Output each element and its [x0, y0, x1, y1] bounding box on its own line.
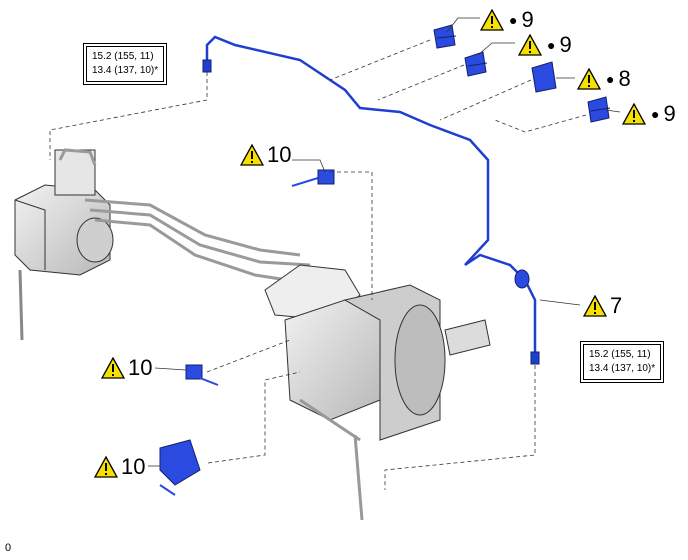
tube-clamp-2	[464, 51, 488, 77]
callout-connector-upper: 10	[240, 142, 291, 168]
callout-number: 9	[663, 101, 676, 126]
master-cylinder-assembly	[264, 264, 491, 521]
callout-clamp-4: ● 9	[622, 101, 676, 127]
callout-number: 7	[610, 293, 623, 318]
torque-spec-bottom-right: 15.2 (155, 11) 13.4 (137, 10)*	[580, 341, 665, 383]
caution-triangle-icon	[577, 68, 601, 90]
tube-clamp-4	[587, 96, 611, 123]
torque-value-alternate: 13.4 (137, 10)*	[92, 65, 159, 76]
caution-triangle-icon	[583, 295, 607, 317]
torque-spec-top-left: 15.2 (155, 11) 13.4 (137, 10)*	[83, 43, 168, 85]
bullet-dot: ●	[547, 37, 556, 53]
torque-value-alternate: 13.4 (137, 10)*	[589, 363, 656, 374]
bullet-dot: ●	[606, 71, 615, 87]
callout-number: 8	[618, 66, 631, 91]
connector-upper	[291, 169, 335, 187]
callout-clamp-3: ● 8	[577, 66, 631, 92]
caution-triangle-icon	[94, 456, 118, 478]
caution-triangle-icon	[622, 103, 646, 125]
bullet-dot: ●	[509, 12, 518, 28]
callout-number: 9	[559, 32, 572, 57]
tube-flare-nut-top	[202, 59, 212, 73]
callout-number: 10	[128, 355, 153, 380]
tube-flare-nut-bottom	[530, 351, 540, 365]
abs-actuator	[14, 149, 114, 341]
connector-lower	[159, 439, 201, 496]
callout-clamp-1: ● 9	[480, 7, 534, 33]
bullet-dot: ●	[651, 106, 660, 122]
caution-triangle-icon	[480, 9, 504, 31]
tube-clamp-1	[433, 24, 457, 49]
callout-number: 10	[121, 454, 146, 479]
callout-brake-tube: 7	[583, 293, 622, 319]
torque-value-primary: 15.2 (155, 11)	[589, 349, 651, 360]
callout-connector-middle: 10	[101, 355, 152, 381]
connector-middle	[185, 364, 219, 386]
callout-number: 10	[267, 142, 292, 167]
callout-clamp-2: ● 9	[518, 32, 572, 58]
caution-triangle-icon	[240, 144, 264, 166]
blue-brake-tube	[205, 35, 537, 358]
callout-ticks	[148, 17, 621, 467]
callout-connector-lower: 10	[94, 454, 145, 480]
tube-grommet	[514, 269, 530, 289]
tube-clamp-3	[531, 61, 557, 93]
caution-triangle-icon	[101, 357, 125, 379]
caution-triangle-icon	[518, 34, 542, 56]
figure-id: 0	[5, 542, 12, 554]
leader-lines	[49, 39, 587, 490]
callout-number: 9	[521, 7, 534, 32]
torque-value-primary: 15.2 (155, 11)	[92, 51, 154, 62]
gray-brake-tubes	[58, 148, 311, 284]
